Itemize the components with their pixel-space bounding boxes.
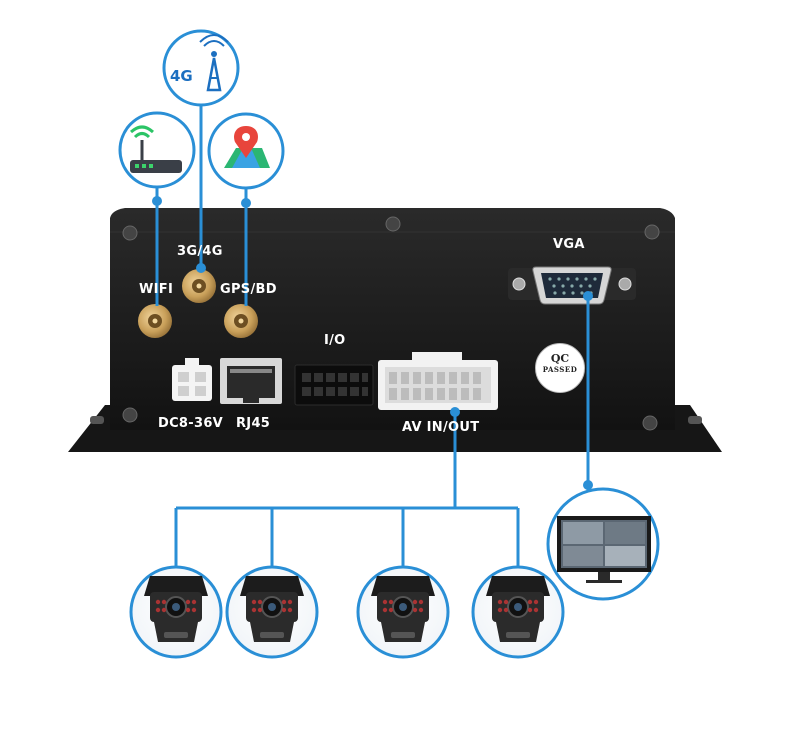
wifi-connector [138,304,172,338]
label-power: DC8-36V [158,416,224,431]
qc-passed-sticker: QC PASSED [535,343,585,393]
label-io: I/O [324,333,346,348]
monitor-icon [546,487,660,601]
label-gps: GPS/BD [220,282,277,297]
label-av: AV IN/OUT [402,420,480,435]
vehicle-camera-icon [356,565,450,659]
label-wifi: WIFI [139,282,174,297]
3g4g-connector [182,269,216,303]
qc-text: QC [550,352,570,365]
label-vga: VGA [553,237,585,252]
av-port [378,352,498,410]
connection-lines [155,100,590,572]
vehicle-camera-icon [225,565,319,659]
4g-badge-text: 4G [170,67,193,85]
connection-dots [152,196,593,490]
io-port [294,364,374,406]
qc-passed-text: PASSED [542,365,578,374]
router-icon [118,111,196,189]
4g-tower-icon [162,29,240,107]
vehicle-camera-icon [129,565,223,659]
map-pin-icon [207,112,285,190]
vga-port [508,266,636,305]
gps-connector [224,304,258,338]
power-port [172,358,212,401]
rj45-port [220,358,282,404]
label-3g4g: 3G/4G [177,244,223,259]
label-rj45: RJ45 [236,416,271,431]
vehicle-camera-icon [471,565,565,659]
